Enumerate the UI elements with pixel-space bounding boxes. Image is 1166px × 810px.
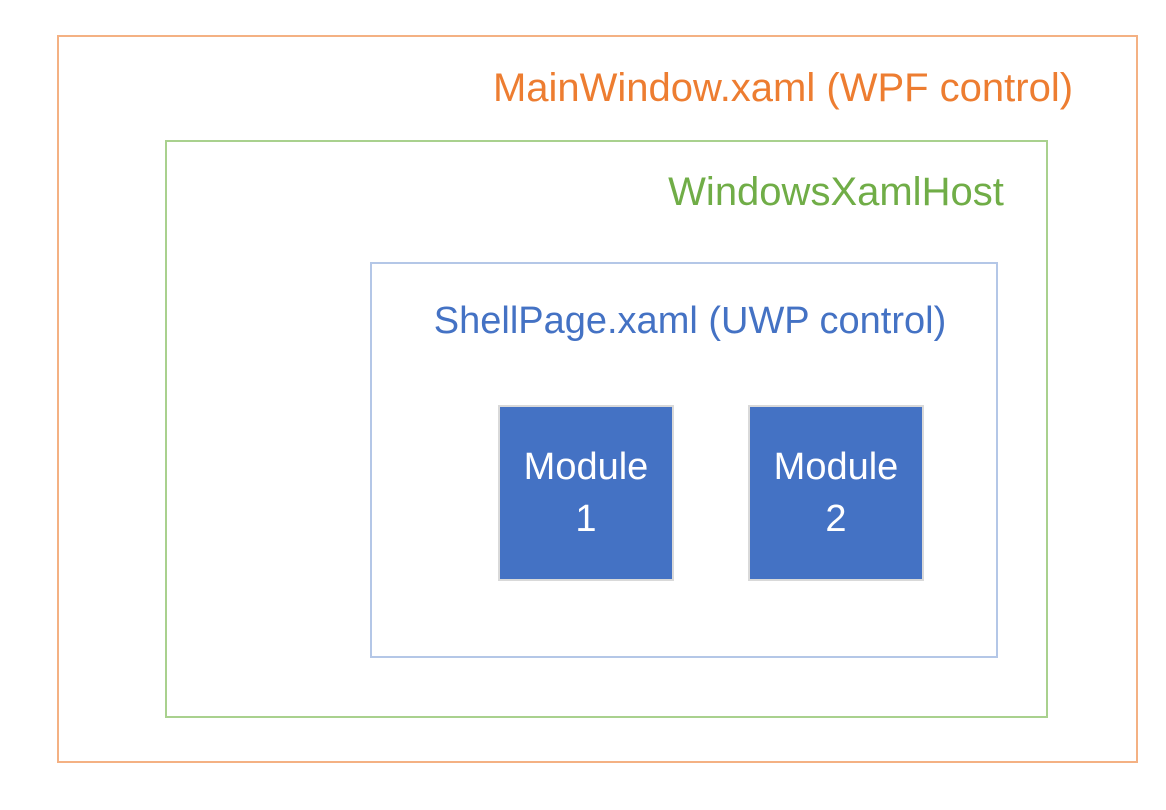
module-1-line1: Module	[523, 445, 649, 488]
module-1-line2: 1	[575, 498, 597, 540]
shellpage-uwp-label: ShellPage.xaml (UWP control)	[433, 300, 947, 342]
module-1-box: Module 1	[498, 405, 674, 581]
module-2-label: Module 2	[774, 441, 899, 546]
module-2-line2: 2	[825, 498, 847, 540]
module-1-label: Module 1	[524, 441, 649, 546]
module-2-box: Module 2	[748, 405, 924, 581]
mainwindow-wpf-label: MainWindow.xaml (WPF control)	[492, 66, 1074, 110]
mainwindow-wpf-box	[57, 35, 1138, 763]
windows-xaml-host-box	[165, 140, 1048, 718]
module-2-line1: Module	[773, 445, 899, 488]
shellpage-uwp-box	[370, 262, 998, 658]
windows-xaml-host-label: WindowsXamlHost	[668, 170, 1004, 214]
